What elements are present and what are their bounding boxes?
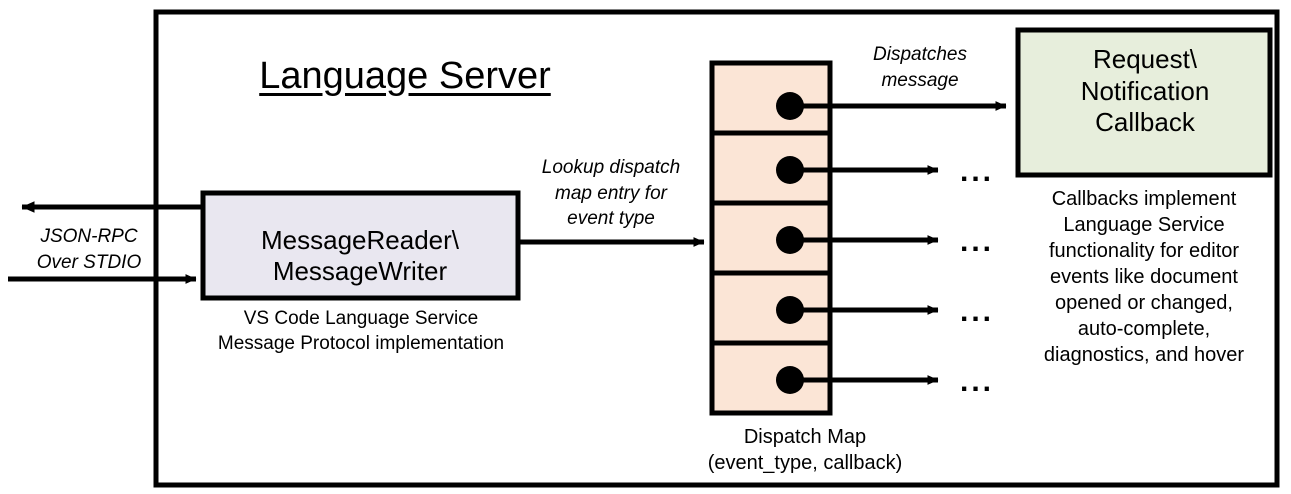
- ellipsis-row-2: ...: [960, 155, 995, 188]
- callback-box-caption: Callbacks implement Language Service fun…: [1043, 188, 1245, 366]
- ellipsis-row-5: ...: [960, 365, 995, 398]
- dispatch-dot-3: [776, 226, 804, 254]
- dispatch-map: [709, 60, 833, 416]
- jsonrpc-transport-label: JSON-RPC Over STDIO: [36, 226, 142, 273]
- ellipsis-row-4: ...: [960, 295, 995, 328]
- message-reader-writer-caption: VS Code Language Service Message Protoco…: [217, 308, 505, 355]
- dispatch-dot-5: [776, 366, 804, 394]
- dispatch-dot-1: [776, 92, 804, 120]
- message-reader-writer-label: MessageReader\ MessageWriter: [261, 225, 459, 286]
- dispatch-row-2-link: [776, 156, 939, 184]
- message-reader-writer-box: [200, 190, 521, 301]
- dispatch-map-row-1: [709, 60, 833, 136]
- dispatch-row-3-link: [776, 226, 939, 254]
- callback-box-label: Request\ Notification Callback: [1080, 44, 1210, 138]
- dispatch-dot-2: [776, 156, 804, 184]
- lookup-dispatch-edge-label: Lookup dispatch map entry for event type: [541, 157, 681, 230]
- page-title: Language Server: [259, 55, 551, 97]
- dispatches-message-edge-label: Dispatches message: [873, 44, 967, 91]
- dispatch-row-5-link: [776, 366, 939, 394]
- ellipsis-row-3: ...: [960, 225, 995, 258]
- request-notification-callback-box: [1015, 27, 1273, 178]
- dispatch-row-4-link: [776, 296, 939, 324]
- dispatch-row-1-link: [776, 92, 1007, 120]
- dispatch-dot-4: [776, 296, 804, 324]
- dispatch-map-caption: Dispatch Map (event_type, callback): [707, 426, 903, 474]
- language-server-boundary: [153, 9, 1280, 488]
